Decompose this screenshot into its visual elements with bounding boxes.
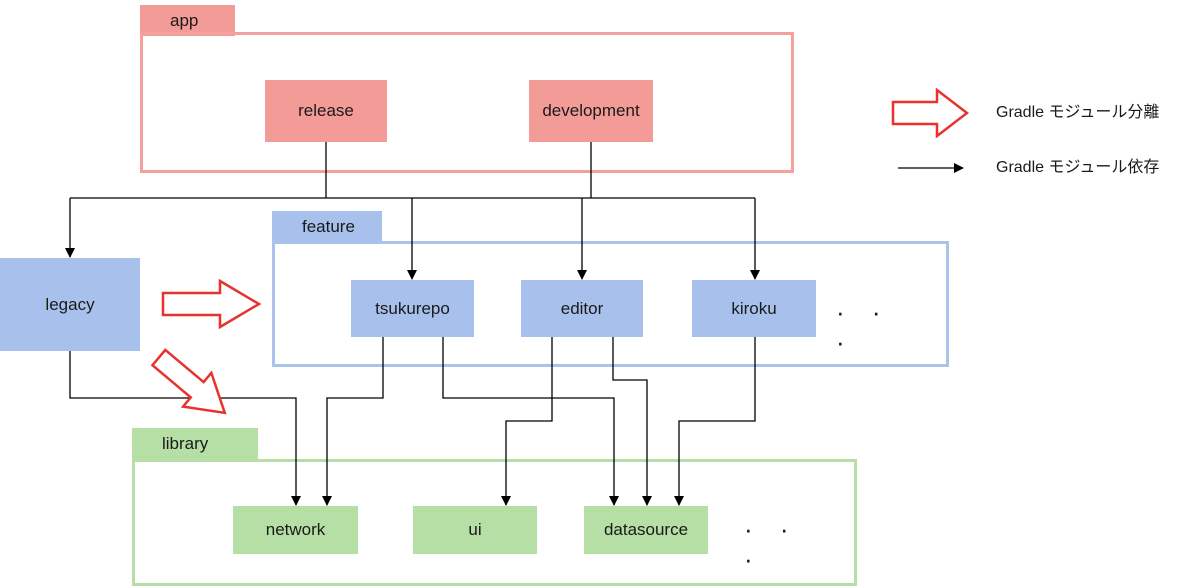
editor-node: editor [521,280,643,337]
arrow-legacy-to-network [69,351,301,506]
ui-node: ui [413,506,537,554]
legend-separation-arrow [891,87,970,139]
feature-group-label: feature [302,217,355,236]
legend-dependency-label: Gradle モジュール依存 [996,159,1160,176]
feature-group [272,241,949,367]
library-more-ellipsis: · · · [744,514,799,574]
library-group-tab: library [132,428,258,460]
app-group-tab: app [140,5,235,36]
release-node: release [265,80,387,142]
app-group [140,32,794,173]
arrow-kiroku-to-datasource [674,337,756,506]
development-node: development [529,80,653,142]
separation-arrow-legacy-to-feature [161,278,262,330]
tsukurepo-node: tsukurepo [351,280,474,337]
arrow-tsukurepo-to-network [322,337,384,506]
arrow-editor-to-datasource [612,337,652,506]
datasource-node: datasource [584,506,708,554]
library-group [132,459,857,586]
arrow-editor-to-ui [501,337,553,506]
network-node: network [233,506,358,554]
feature-more-ellipsis: · · · [836,297,891,357]
feature-group-tab: feature [272,211,382,242]
legend-separation-label: Gradle モジュール分離 [996,104,1160,121]
kiroku-node: kiroku [692,280,816,337]
arrow-tsukurepo-to-datasource [442,337,619,506]
separation-arrow-legacy-to-library [150,348,227,415]
legacy-node: legacy [0,258,140,351]
app-group-label: app [170,11,199,30]
library-group-label: library [162,434,209,453]
